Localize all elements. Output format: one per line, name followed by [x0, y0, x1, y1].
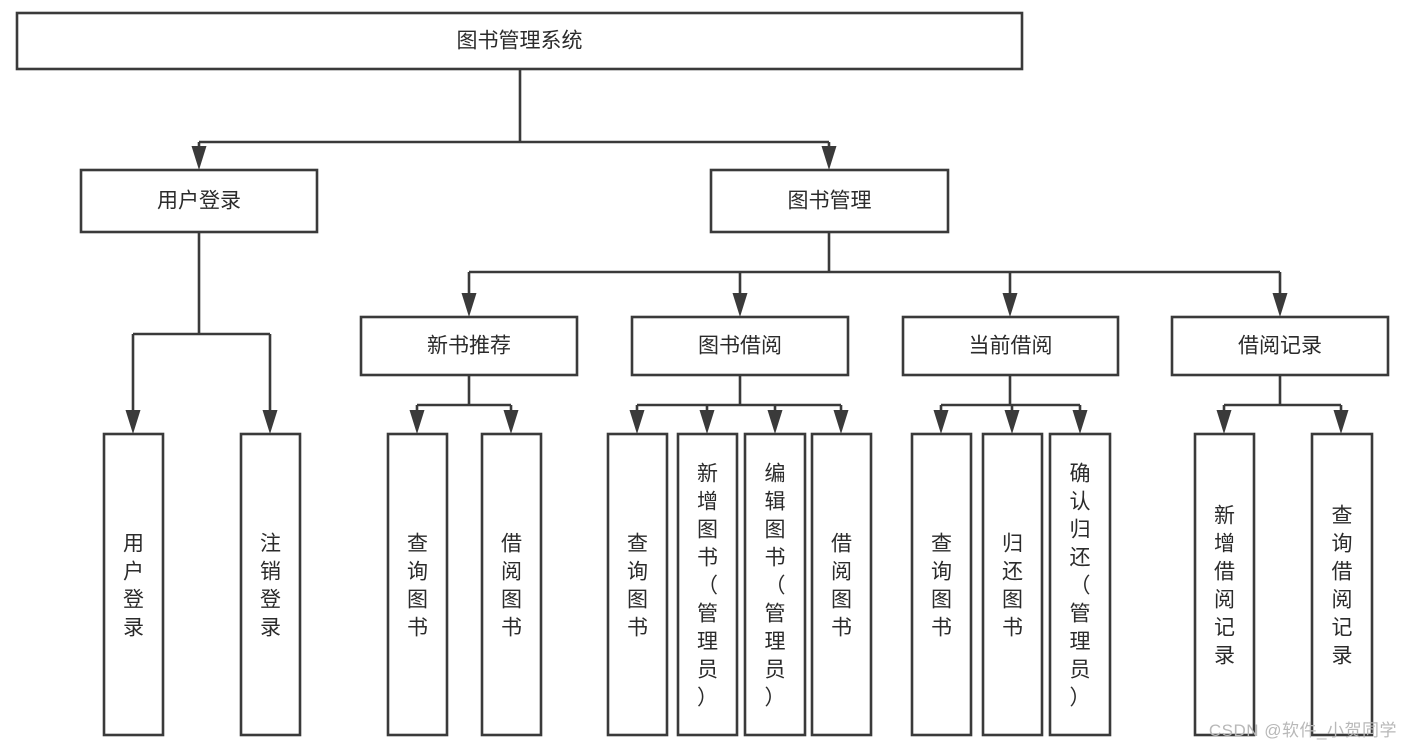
- node-label: 借阅图书: [831, 533, 852, 640]
- node-box[interactable]: [480, 432, 543, 737]
- node-box[interactable]: [743, 432, 807, 737]
- node-leaf-borrow-2[interactable]: 新增图书（管理员）: [676, 432, 739, 737]
- node-label: 查询图书: [931, 533, 952, 640]
- node-box[interactable]: [102, 432, 165, 737]
- node-box[interactable]: [15, 11, 1024, 71]
- node-leaf-newbook-2[interactable]: 借阅图书: [480, 432, 543, 737]
- node-leaf-current-2[interactable]: 归还图书: [981, 432, 1044, 737]
- node-label: 用户登录: [123, 533, 144, 640]
- node-box[interactable]: [79, 168, 319, 234]
- arrow-head-icon: [1002, 293, 1018, 317]
- node-label: 图书管理: [788, 190, 872, 213]
- node-label: 新书推荐: [427, 335, 511, 358]
- arrow-head-icon: [461, 293, 477, 317]
- node-leaf-record-2[interactable]: 查询借阅记录: [1310, 432, 1374, 737]
- node-label: 用户登录: [157, 190, 241, 213]
- arrow-head-icon: [767, 410, 783, 434]
- arrow-head-icon: [821, 146, 837, 170]
- node-label: 编辑图书（管理员）: [765, 463, 786, 710]
- node-record[interactable]: 借阅记录: [1170, 315, 1390, 377]
- node-box[interactable]: [239, 432, 302, 737]
- node-leaf-login-1[interactable]: 用户登录: [102, 432, 165, 737]
- node-borrow[interactable]: 图书借阅: [630, 315, 850, 377]
- arrow-head-icon: [1272, 293, 1288, 317]
- node-leaf-current-3[interactable]: 确认归还（管理员）: [1048, 432, 1112, 737]
- node-box[interactable]: [1048, 432, 1112, 737]
- node-label: 新增图书（管理员）: [697, 463, 718, 710]
- arrow-head-icon: [699, 410, 715, 434]
- node-leaf-newbook-1[interactable]: 查询图书: [386, 432, 449, 737]
- node-leaf-borrow-3[interactable]: 编辑图书（管理员）: [743, 432, 807, 737]
- node-label: 借阅图书: [501, 533, 522, 640]
- connector-group: [191, 69, 837, 170]
- node-box[interactable]: [606, 432, 669, 737]
- node-layer: 图书管理系统用户登录图书管理新书推荐图书借阅当前借阅借阅记录用户登录注销登录查询…: [15, 11, 1390, 737]
- connector-group: [461, 232, 1288, 317]
- node-box[interactable]: [910, 432, 973, 737]
- node-box[interactable]: [810, 432, 873, 737]
- node-leaf-login-2[interactable]: 注销登录: [239, 432, 302, 737]
- connector-group: [629, 375, 849, 434]
- node-box[interactable]: [386, 432, 449, 737]
- node-leaf-borrow-4[interactable]: 借阅图书: [810, 432, 873, 737]
- node-leaf-current-1[interactable]: 查询图书: [910, 432, 973, 737]
- node-box[interactable]: [630, 315, 850, 377]
- arrow-head-icon: [262, 410, 278, 434]
- node-label: 查询借阅记录: [1332, 505, 1353, 668]
- arrow-head-icon: [1072, 410, 1088, 434]
- arrow-head-icon: [1333, 410, 1349, 434]
- node-label: 图书管理系统: [457, 30, 583, 53]
- node-root[interactable]: 图书管理系统: [15, 11, 1024, 71]
- node-label: 当前借阅: [969, 335, 1053, 358]
- arrow-head-icon: [833, 410, 849, 434]
- connector-layer: [125, 69, 1349, 434]
- node-label: 归还图书: [1002, 533, 1023, 640]
- arrow-head-icon: [1216, 410, 1232, 434]
- node-box[interactable]: [359, 315, 579, 377]
- node-label: 新增借阅记录: [1214, 505, 1235, 668]
- node-bookmgmt[interactable]: 图书管理: [709, 168, 950, 234]
- connector-group: [409, 375, 519, 434]
- node-label: 确认归还（管理员）: [1070, 463, 1091, 710]
- node-box[interactable]: [676, 432, 739, 737]
- arrow-head-icon: [629, 410, 645, 434]
- node-leaf-record-1[interactable]: 新增借阅记录: [1193, 432, 1256, 737]
- node-login[interactable]: 用户登录: [79, 168, 319, 234]
- node-current[interactable]: 当前借阅: [901, 315, 1120, 377]
- node-box[interactable]: [1170, 315, 1390, 377]
- node-label: 图书借阅: [698, 335, 782, 358]
- node-box[interactable]: [1193, 432, 1256, 737]
- arrow-head-icon: [1004, 410, 1020, 434]
- node-label: 查询图书: [407, 533, 428, 640]
- node-label: 查询图书: [627, 533, 648, 640]
- node-box[interactable]: [901, 315, 1120, 377]
- node-label: 借阅记录: [1238, 335, 1322, 358]
- node-label: 注销登录: [260, 533, 281, 640]
- arrow-head-icon: [732, 293, 748, 317]
- connector-group: [125, 232, 278, 434]
- node-box[interactable]: [981, 432, 1044, 737]
- arrow-head-icon: [409, 410, 425, 434]
- arrow-head-icon: [191, 146, 207, 170]
- node-newbook[interactable]: 新书推荐: [359, 315, 579, 377]
- watermark-label: CSDN @软件_小贺同学: [1208, 721, 1397, 740]
- node-box[interactable]: [1310, 432, 1374, 737]
- connector-group: [1216, 375, 1349, 434]
- node-leaf-borrow-1[interactable]: 查询图书: [606, 432, 669, 737]
- arrow-head-icon: [933, 410, 949, 434]
- connector-group: [933, 375, 1088, 434]
- arrow-head-icon: [125, 410, 141, 434]
- node-box[interactable]: [709, 168, 950, 234]
- arrow-head-icon: [503, 410, 519, 434]
